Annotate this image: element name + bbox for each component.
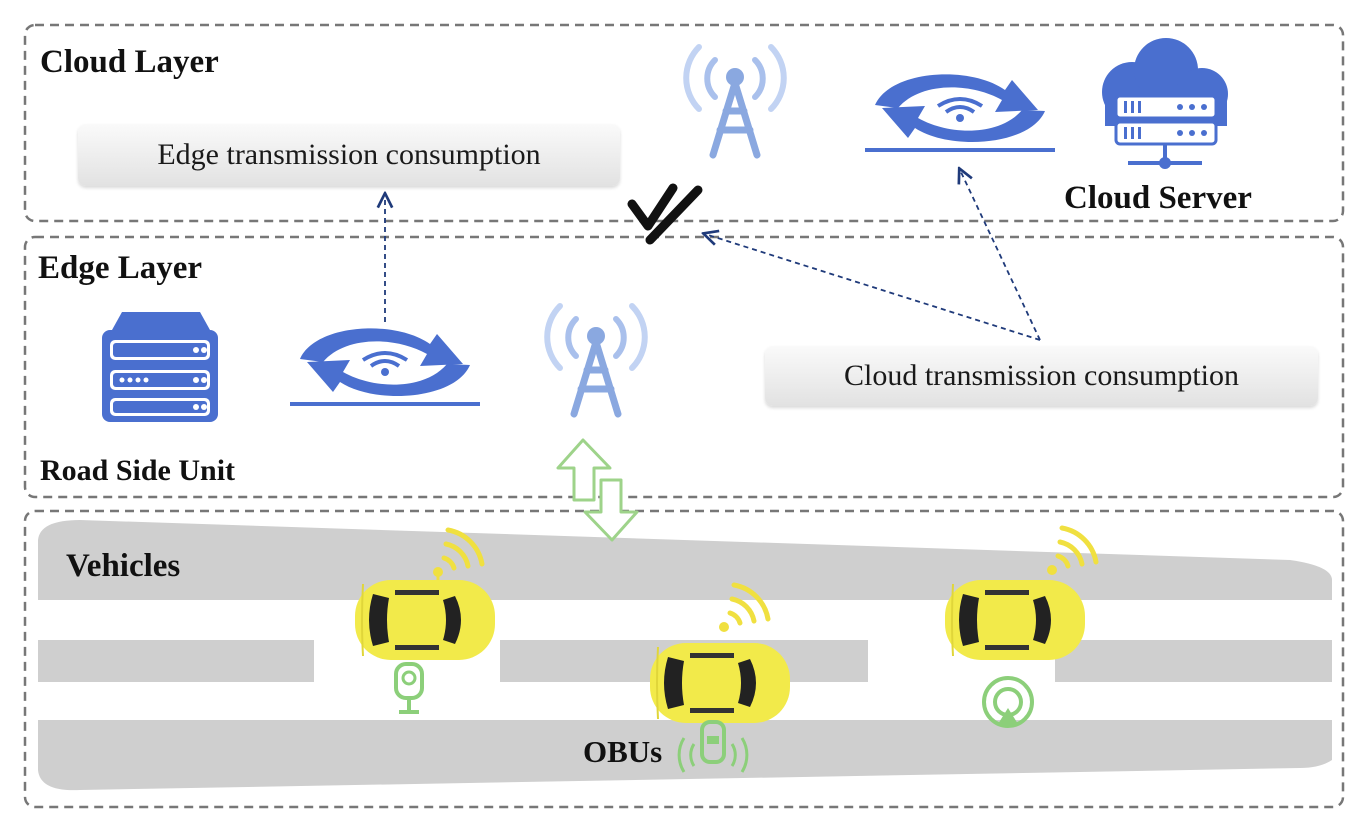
- edge-tower-icon: [547, 306, 645, 414]
- edge-consumption-label: Edge transmission consumption: [78, 124, 620, 186]
- cloud-server-icon: [1102, 38, 1228, 169]
- broken-link-icon: [627, 183, 703, 245]
- cloud-layer-title: Cloud Layer: [40, 44, 219, 80]
- road-side-unit-label: Road Side Unit: [40, 454, 236, 487]
- obu-device-icon: [677, 720, 749, 773]
- cloud-server-label: Cloud Server: [1064, 180, 1252, 216]
- vehicle-layer-box: [23, 509, 1345, 809]
- cloud-consumption-arrow-to-cloud: [960, 170, 1041, 341]
- obu-radar-icon: [982, 676, 1034, 728]
- bidirectional-link-icon: [556, 438, 639, 542]
- cloud-consumption-label: Cloud transmission consumption: [765, 346, 1318, 406]
- road: [38, 520, 1332, 791]
- cloud-transmission-icon: [863, 72, 1057, 154]
- edge-layer-box: [23, 235, 1345, 499]
- cloud-consumption-arrow-to-link: [705, 234, 1041, 341]
- edge-layer-title: Edge Layer: [38, 250, 203, 286]
- edge-transmission-icon: [288, 326, 482, 408]
- road-side-unit-icon: [102, 312, 218, 422]
- vehicles-title: Vehicles: [66, 548, 181, 584]
- vehicle-1: [354, 530, 496, 714]
- cloud-tower-icon: [686, 47, 784, 155]
- cloud-layer-box: [23, 23, 1345, 223]
- obus-label: OBUs: [583, 734, 663, 769]
- vehicle-3: [944, 528, 1096, 728]
- vehicle-2: [649, 585, 791, 773]
- obu-camera-icon: [394, 662, 424, 714]
